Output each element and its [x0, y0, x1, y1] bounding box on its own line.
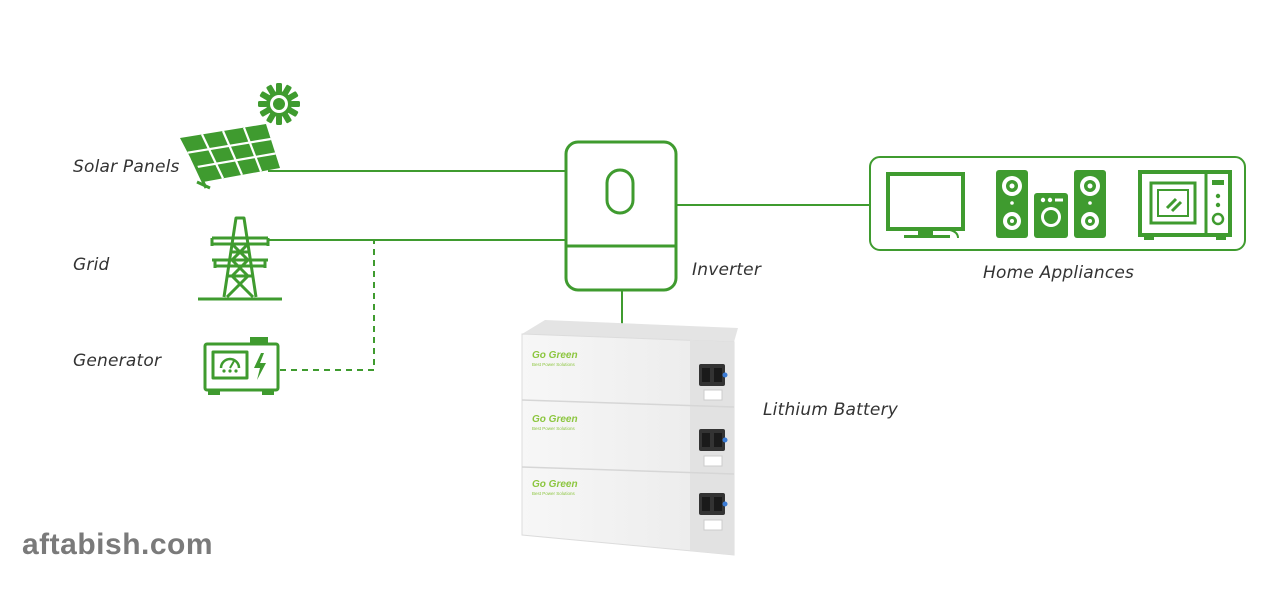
home-appliances-label: Home Appliances [983, 263, 1135, 283]
battery-brand-2: Go Green [532, 414, 578, 425]
battery-module-1: Go Green Best Power Solutions [521, 350, 735, 408]
battery-brand-sub-3: Best Power Solutions [532, 491, 576, 496]
generator-label: Generator [73, 351, 162, 371]
lithium-battery-stack: Go Green Best Power Solutions Go Green B… [521, 320, 738, 556]
battery-module-2: Go Green Best Power Solutions [521, 414, 735, 475]
battery-module-3: Go Green Best Power Solutions [532, 479, 728, 531]
transmission-tower-icon [198, 216, 282, 301]
lithium-battery-label: Lithium Battery [763, 400, 899, 420]
battery-brand-sub-1: Best Power Solutions [532, 362, 576, 367]
watermark-text: aftabish.com [22, 528, 214, 561]
battery-brand-3: Go Green [532, 479, 578, 490]
microwave-icon [1138, 170, 1232, 240]
sun-icon [258, 83, 300, 125]
solar-panels-label: Solar Panels [73, 157, 180, 177]
solar-panel-icon [180, 124, 280, 190]
inverter-label: Inverter [692, 260, 762, 280]
television-icon [886, 172, 965, 239]
speaker-system-icon [996, 170, 1106, 238]
battery-brand-1: Go Green [532, 350, 578, 361]
grid-label: Grid [73, 255, 110, 275]
generator-dashed-line [280, 240, 375, 371]
inverter-icon [564, 140, 678, 292]
generator-icon [203, 337, 280, 395]
battery-brand-sub-2: Best Power Solutions [532, 426, 576, 431]
